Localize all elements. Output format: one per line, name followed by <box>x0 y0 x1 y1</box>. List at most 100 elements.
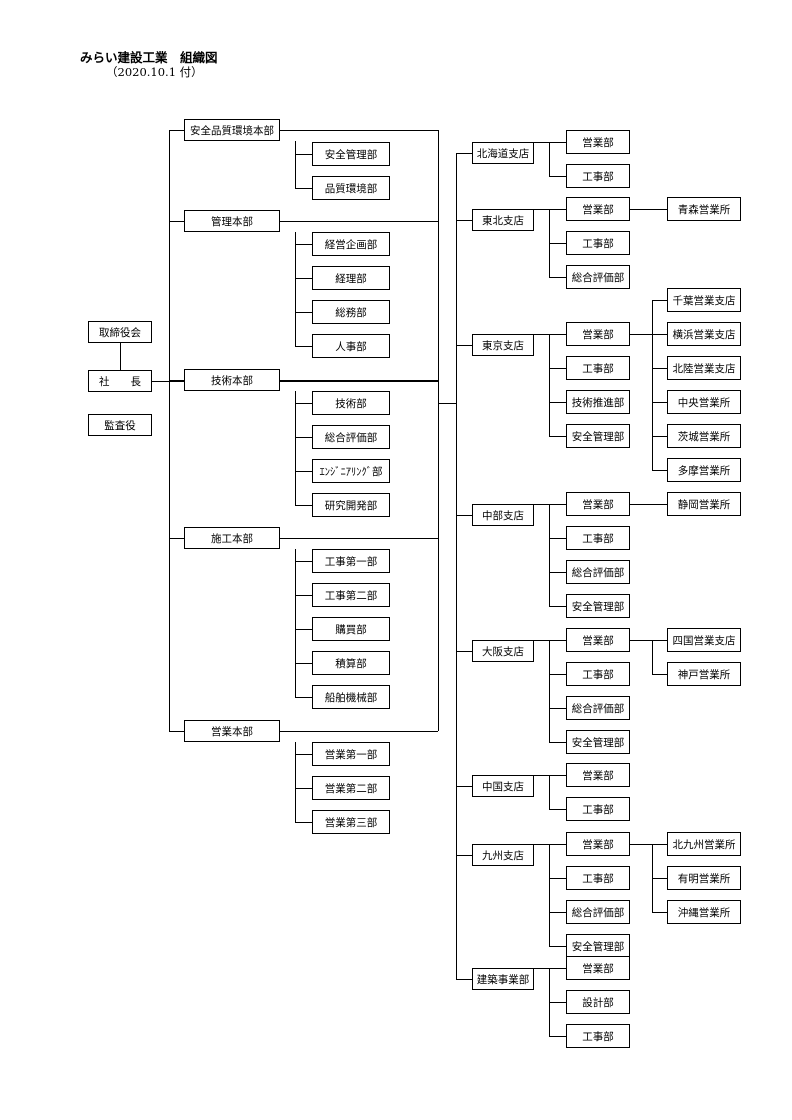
branch-dept-link <box>534 844 566 845</box>
sales-office-box: 横浜営業支店 <box>667 322 741 346</box>
sales-office-box: 有明営業所 <box>667 866 741 890</box>
branch-box: 北海道支店 <box>472 142 534 164</box>
president-box: 社 長 <box>88 370 152 392</box>
branch-department-box: 営業部 <box>566 628 630 652</box>
board-of-directors-box: 取締役会 <box>88 321 152 343</box>
dept-connector <box>295 697 312 698</box>
office-connector <box>652 470 667 471</box>
branch-department-box: 総合評価部 <box>566 900 630 924</box>
branch-box: 東北支店 <box>472 209 534 231</box>
branch-dept-connector <box>549 176 566 177</box>
branch-department-box: 総合評価部 <box>566 265 630 289</box>
branch-department-box: 総合評価部 <box>566 560 630 584</box>
branch-department-box: 営業部 <box>566 832 630 856</box>
branch-connector <box>456 855 472 856</box>
board-president-link <box>120 343 121 370</box>
department-box: 船舶機械部 <box>312 685 390 709</box>
dept-connector <box>295 505 312 506</box>
branch-department-box: 技術推進部 <box>566 390 630 414</box>
branch-dept-spine <box>549 504 550 606</box>
department-box: 営業第二部 <box>312 776 390 800</box>
branch-dept-link <box>534 968 566 969</box>
branch-dept-connector <box>549 436 566 437</box>
branch-dept-connector <box>549 809 566 810</box>
branch-dept-link <box>534 775 566 776</box>
dept-connector <box>295 629 312 630</box>
branch-department-box: 営業部 <box>566 197 630 221</box>
hq-connector <box>169 130 184 131</box>
office-connector <box>652 844 667 845</box>
branch-dept-connector <box>549 878 566 879</box>
branch-dept-spine <box>549 334 550 436</box>
branch-connector <box>456 153 472 154</box>
branch-connector <box>456 979 472 980</box>
office-connector <box>652 334 667 335</box>
department-box: 研究開発部 <box>312 493 390 517</box>
dept-connector <box>295 595 312 596</box>
sales-office-box: 多摩営業所 <box>667 458 741 482</box>
branch-dept-link <box>534 640 566 641</box>
hq-connector <box>169 380 184 381</box>
department-box: 経営企画部 <box>312 232 390 256</box>
dept-spine <box>295 141 296 188</box>
hq-connector <box>169 221 184 222</box>
dept-spine <box>295 391 296 505</box>
branch-dept-connector <box>549 606 566 607</box>
branch-dept-link <box>534 209 566 210</box>
sales-office-box: 千葉営業支店 <box>667 288 741 312</box>
department-box: ｴﾝｼﾞﾆｱﾘﾝｸﾞ部 <box>312 459 390 483</box>
branch-department-box: 工事部 <box>566 231 630 255</box>
branch-dept-connector <box>549 572 566 573</box>
dept-connector <box>295 788 312 789</box>
branch-box: 中国支店 <box>472 775 534 797</box>
dept-connector <box>295 471 312 472</box>
sales-office-box: 茨城営業所 <box>667 424 741 448</box>
branch-dept-connector <box>549 912 566 913</box>
dept-spine <box>295 232 296 346</box>
department-box: 工事第二部 <box>312 583 390 607</box>
department-box: 営業第三部 <box>312 810 390 834</box>
department-box: 営業第一部 <box>312 742 390 766</box>
dept-spine <box>295 549 296 697</box>
branch-department-box: 営業部 <box>566 763 630 787</box>
headquarters-box: 施工本部 <box>184 527 280 549</box>
branch-trunk <box>456 153 457 979</box>
dept-connector <box>295 822 312 823</box>
office-link <box>630 334 667 335</box>
office-connector <box>652 402 667 403</box>
title-block: みらい建設工業 組織図 （2020.10.1 付） <box>80 50 218 80</box>
hq-branch-link <box>438 403 456 404</box>
office-link <box>630 844 667 845</box>
headquarters-box: 管理本部 <box>184 210 280 232</box>
hq-right-line <box>280 731 438 732</box>
office-connector <box>652 878 667 879</box>
branch-dept-connector <box>549 742 566 743</box>
branch-connector <box>456 220 472 221</box>
hq-spine <box>169 130 170 731</box>
auditor-box: 監査役 <box>88 414 152 436</box>
department-box: 総合評価部 <box>312 425 390 449</box>
branch-department-box: 安全管理部 <box>566 730 630 754</box>
office-connector <box>652 368 667 369</box>
branch-dept-connector <box>549 946 566 947</box>
branch-department-box: 工事部 <box>566 356 630 380</box>
office-link <box>630 504 667 505</box>
dept-spine <box>295 742 296 822</box>
branch-box: 九州支店 <box>472 844 534 866</box>
branch-dept-connector <box>549 402 566 403</box>
hq-right-spine <box>438 130 439 731</box>
branch-department-box: 工事部 <box>566 164 630 188</box>
dept-connector <box>295 278 312 279</box>
department-box: 安全管理部 <box>312 142 390 166</box>
effective-date: （2020.10.1 付） <box>106 65 203 79</box>
department-box: 技術部 <box>312 391 390 415</box>
branch-dept-connector <box>549 708 566 709</box>
page-title: みらい建設工業 組織図 <box>80 50 218 65</box>
dept-connector <box>295 244 312 245</box>
branch-department-box: 営業部 <box>566 492 630 516</box>
dept-connector <box>295 346 312 347</box>
branch-dept-link <box>534 334 566 335</box>
branch-dept-connector <box>549 674 566 675</box>
branch-dept-spine <box>549 142 550 176</box>
